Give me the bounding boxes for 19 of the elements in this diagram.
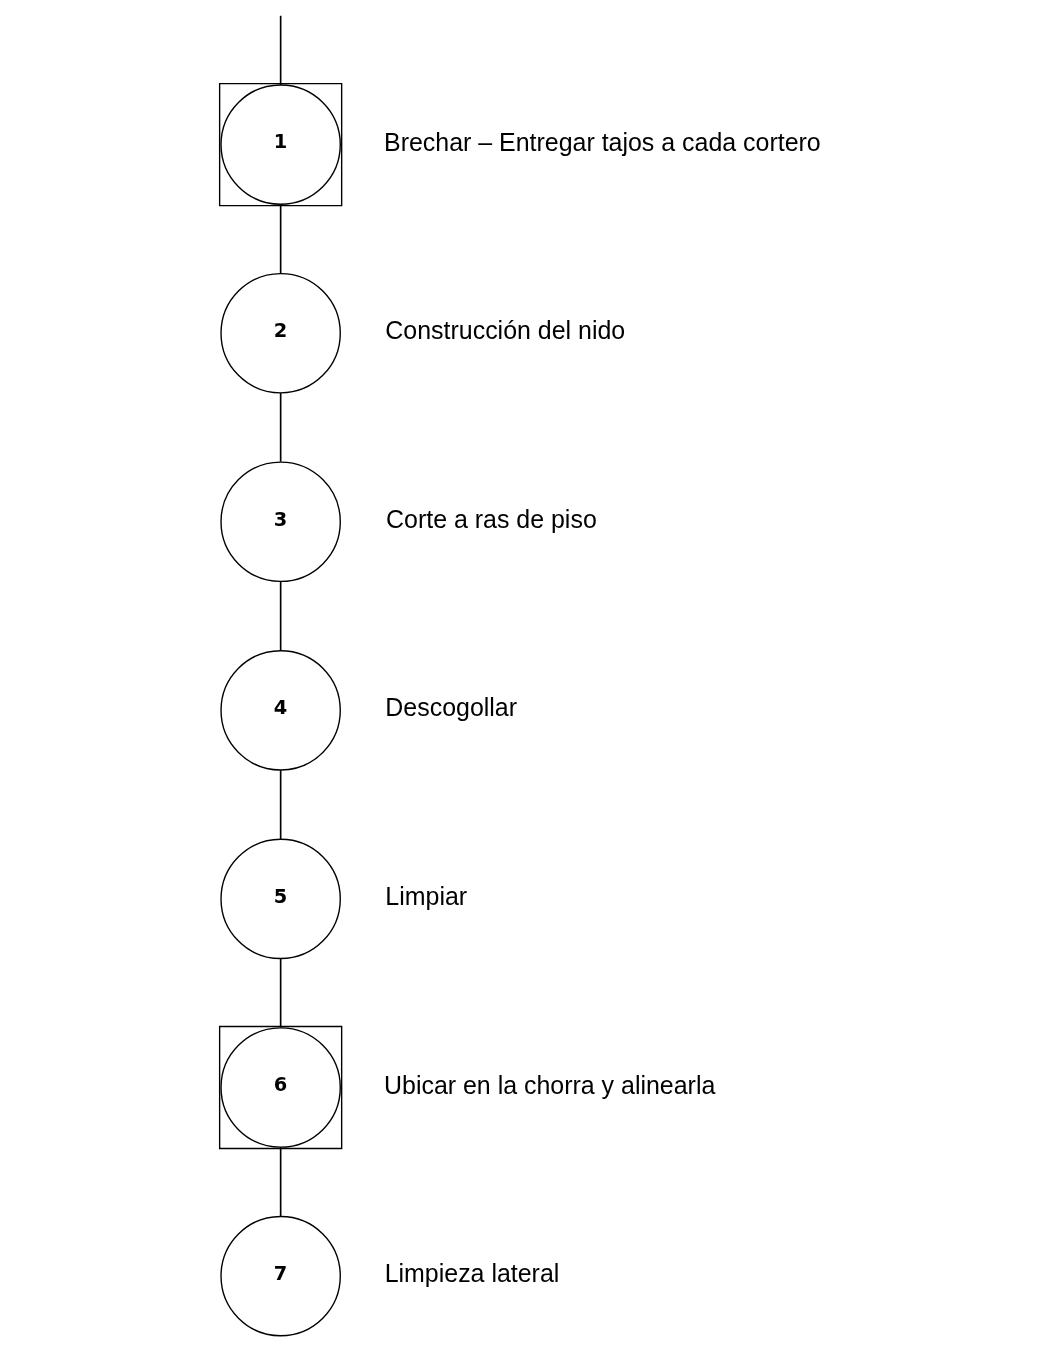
node-label: Corte a ras de piso — [386, 504, 597, 533]
connector — [279, 580, 282, 652]
node-circle: 2 — [220, 272, 341, 394]
node-label: Limpieza lateral — [384, 1259, 560, 1288]
connector — [279, 203, 282, 274]
node-label: Descogollar — [385, 693, 518, 722]
node-circle: 5 — [220, 838, 341, 960]
connector — [279, 1146, 282, 1217]
connector — [279, 14, 282, 86]
node-circle: 3 — [220, 461, 341, 583]
node-label: Limpiar — [385, 882, 468, 911]
node-circle: 4 — [220, 650, 341, 771]
node-label: Construcción del nido — [385, 316, 626, 345]
connector — [279, 769, 282, 840]
node-circle: 7 — [220, 1215, 341, 1337]
node-label: Brechar – Entregar tajos a cada cortero — [384, 127, 821, 156]
connector — [279, 957, 282, 1029]
connector — [279, 392, 282, 463]
node-label: Ubicar en la chorra y alinearla — [384, 1070, 716, 1099]
